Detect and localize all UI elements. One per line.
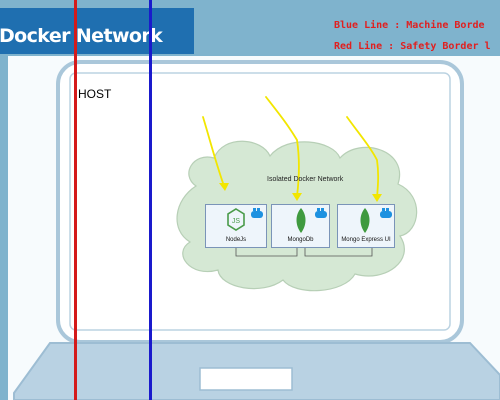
svg-text:JS: JS xyxy=(232,218,241,225)
arrow-to-nodejs xyxy=(202,116,225,187)
arrowhead-mongo-express xyxy=(372,194,382,202)
docker-whale-icon xyxy=(380,208,392,218)
mongodb-leaf-icon xyxy=(360,208,370,233)
network-label: Isolated Docker Network xyxy=(267,176,344,183)
mongodb-leaf-icon xyxy=(296,208,306,233)
container-label: NodeJs xyxy=(225,237,247,243)
arrowhead-mongodb xyxy=(292,193,302,201)
container-label: Mongo Express UI xyxy=(341,237,391,243)
arrowhead-nodejs xyxy=(219,183,229,191)
host-label: HOST xyxy=(78,87,112,101)
docker-whale-icon xyxy=(315,208,327,218)
legend-red-line: Red Line : Safety Border l xyxy=(334,41,491,52)
connector-mongodb-mongoexpress xyxy=(304,248,373,257)
container-mongo-express: Mongo Express UI xyxy=(337,204,395,248)
title-banner: Docker Network xyxy=(0,8,194,54)
yellow-arrows xyxy=(202,96,380,199)
machine-border-blue-line xyxy=(149,0,152,400)
arrow-to-mongodb xyxy=(265,96,300,197)
arrow-to-mongo-express xyxy=(346,116,380,199)
legend-blue-line: Blue Line : Machine Borde xyxy=(334,20,485,31)
page-title: Docker Network xyxy=(0,25,163,47)
container-mongodb: MongoDb xyxy=(271,204,330,248)
docker-whale-icon xyxy=(251,208,263,218)
container-label: MongoDb xyxy=(287,237,314,243)
container-nodejs: JS NodeJs xyxy=(205,204,267,248)
laptop-trackpad xyxy=(199,367,293,391)
yellow-arrowheads xyxy=(219,183,382,202)
nodejs-icon: JS xyxy=(227,208,245,231)
safety-border-red-line xyxy=(74,0,77,400)
connector-nodejs-mongodb xyxy=(235,248,298,257)
